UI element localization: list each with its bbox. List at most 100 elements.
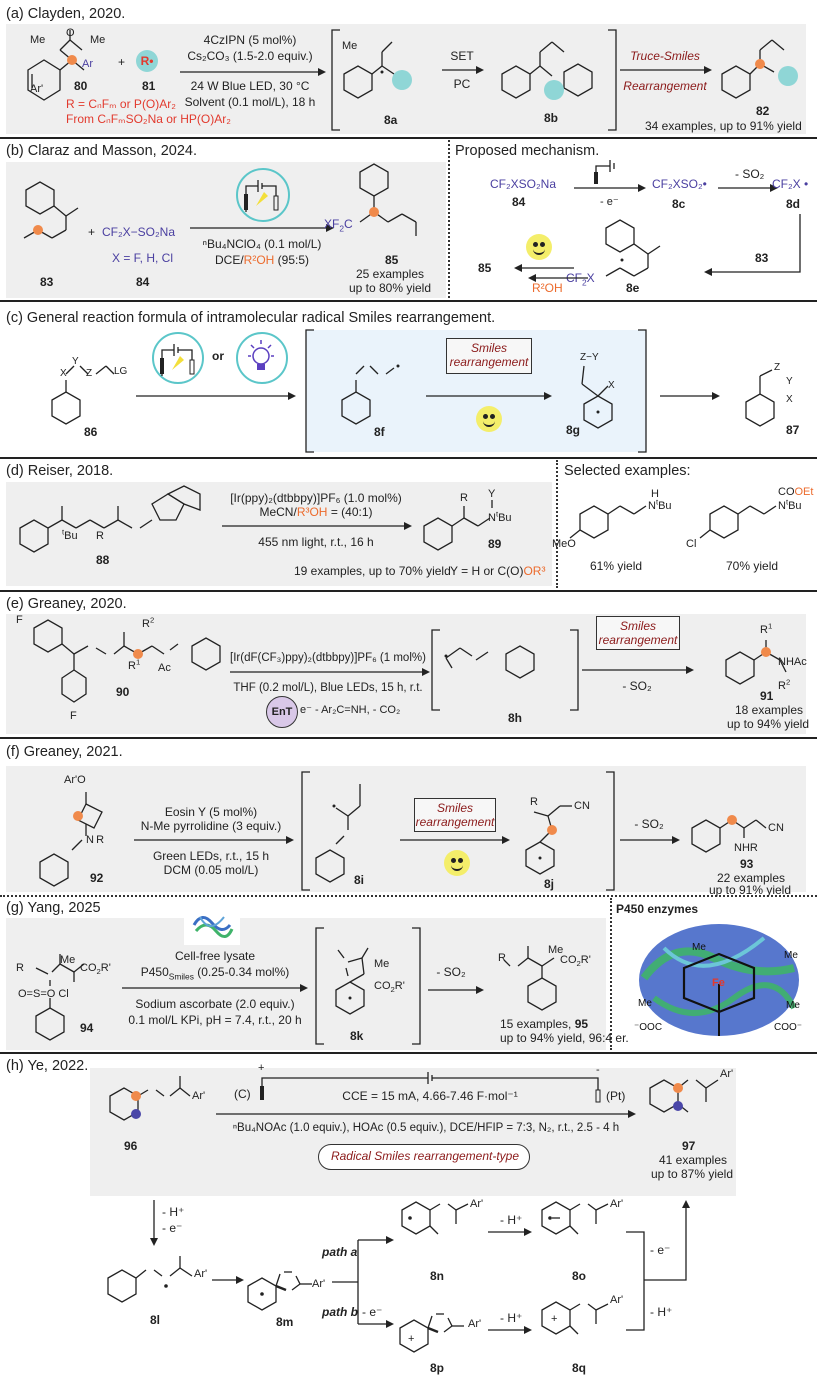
product-93-label: 93: [740, 857, 754, 871]
label-z-86: Z: [86, 368, 93, 379]
f-final-arrow: [620, 836, 680, 844]
d-reaction-arrow: [222, 522, 412, 530]
product-95-structure: [503, 946, 557, 1011]
label-me-94: Me: [60, 954, 76, 966]
c-box-line1: Smiles: [470, 341, 507, 355]
section-e-title: (e) Greaney, 2020.: [6, 596, 127, 612]
ex2-cl: Cl: [686, 538, 697, 550]
compound-80-structure: [27, 30, 85, 101]
label-r-94: R: [16, 962, 24, 974]
enzyme-ribbon-small: [192, 916, 234, 938]
d-condition-2: MeCN/R³OH = (40:1): [226, 505, 406, 520]
label-ar-prime: Ar': [30, 83, 44, 95]
product-82-structure: [721, 39, 798, 99]
section-g-title: (g) Yang, 2025: [6, 900, 101, 916]
b-cond2-a: DCE/: [214, 253, 244, 267]
d-cond2-c: = (40:1): [327, 505, 373, 519]
section-f-title: (f) Greaney, 2021.: [6, 744, 123, 760]
label-ar-8l: Ar': [194, 1268, 208, 1280]
label-r1-90: R1: [128, 657, 141, 672]
label-r-95: R: [498, 952, 506, 964]
p-to-q-label: - H⁺: [500, 1311, 523, 1325]
label-ar-97: Ar': [720, 1068, 734, 1080]
f-condition-3: Green LEDs, r.t., 15 h: [152, 849, 270, 863]
intermediate-8p-label: 8p: [430, 1361, 445, 1375]
svg-text:+: +: [551, 1313, 557, 1325]
section-g-panel: [6, 918, 606, 1050]
smiles-rearrangement-box-f: [414, 798, 496, 832]
label-nhr-93: NHR: [734, 842, 758, 854]
label-ntbu-89: NtBu: [488, 509, 512, 524]
label-r2-90: R2: [142, 615, 155, 630]
svg-text:COO⁻: COO⁻: [774, 1022, 802, 1033]
mech-8d-label: 8d: [786, 197, 801, 211]
ent-icon: EnT: [266, 696, 298, 728]
label-cn-93: CN: [768, 822, 784, 834]
svg-text:Me: Me: [786, 1000, 800, 1011]
label-zy-8g: Z−Y: [580, 352, 599, 363]
f-box-line1: Smiles: [436, 801, 473, 815]
a-condition-1: 4CzIPN (5 mol%): [203, 33, 297, 47]
f-box-line2: rearrangement: [415, 815, 495, 829]
label-f-top: F: [16, 614, 23, 626]
g-minus-so2: - SO₂: [436, 965, 466, 979]
example-2-structure: [699, 505, 777, 539]
mech-8d: CF₂X •: [772, 177, 809, 191]
svg-text:Fe: Fe: [712, 977, 725, 989]
intermediate-8j-label: 8j: [544, 877, 555, 891]
section-b-title: (b) Claraz and Masson, 2024.: [6, 143, 198, 159]
intermediate-8p-structure: +: [399, 1313, 464, 1353]
h-condition-1: CCE = 15 mA, 4.66-7.46 F·mol⁻¹: [342, 1089, 518, 1103]
r-source: From CₙFₘSO₂Na or HP(O)Ar₂: [66, 112, 231, 127]
svg-text:+: +: [408, 1333, 414, 1345]
compound-92-structure: [39, 792, 103, 887]
d-yield: 19 examples, up to 70% yield: [294, 564, 451, 578]
intermediate-8b-structure: [501, 41, 593, 100]
section-c-title: (c) General reaction formula of intramol…: [6, 310, 496, 326]
bracket-right-f: [606, 771, 615, 891]
intermediate-8m-label: 8m: [276, 1315, 294, 1329]
rearrangement-label: Rearrangement: [623, 79, 707, 93]
electrolysis-circuit: [260, 1072, 601, 1103]
smiley-face-icon-c: [476, 406, 502, 432]
anode-plus: +: [258, 1062, 265, 1074]
truce-smiles-label: Truce-Smiles: [630, 49, 700, 63]
plus-b: +: [88, 225, 96, 239]
product-89-label: 89: [488, 537, 502, 551]
compound-80-label: 80: [74, 79, 88, 93]
bracket-right-g: [412, 927, 421, 1045]
path-b-minus-e: - e⁻: [362, 1305, 383, 1319]
product-85-structure: [359, 163, 417, 236]
electrochem-symbol-c: [160, 344, 195, 376]
selected-examples-title: Selected examples:: [564, 463, 691, 479]
label-x-86: X: [60, 368, 67, 379]
label-ar-96: Ar': [192, 1090, 206, 1102]
label-nr-92: N R: [86, 834, 105, 846]
intermediate-8f-structure: [341, 364, 400, 425]
intermediate-8i-structure: [315, 784, 361, 883]
compound-84-label: 84: [136, 275, 150, 289]
intermediate-8i-label: 8i: [354, 873, 365, 887]
intermediate-8k-structure: [335, 947, 369, 1015]
compound-90-structure: [33, 619, 221, 703]
e-condition-2: THF (0.2 mol/L), Blue LEDs, 15 h, r.t.: [233, 682, 423, 694]
g-yield-1-text: 15 examples,: [500, 1017, 575, 1031]
intermediate-8n-structure: [401, 1201, 469, 1235]
section-a-title: (a) Clayden, 2020.: [6, 6, 126, 22]
intermediate-8e-structure: [605, 219, 661, 277]
mech-minus-so2: - SO₂: [735, 167, 765, 181]
intermediate-8q-structure: +: [541, 1301, 609, 1335]
label-cn-8j: CN: [574, 800, 590, 812]
f-condition-1: Eosin Y (5 mol%): [164, 805, 258, 819]
y-definition: Y = H or C(O)OR³: [450, 564, 545, 579]
ex2-cooet: COOEt: [778, 486, 814, 498]
product-97-label: 97: [682, 1139, 696, 1153]
f-smiles-arrow: [400, 836, 510, 844]
product-87-structure: [745, 369, 775, 427]
g-condition-4: 0.1 mol/L KPi, pH = 7.4, r.t., 20 h: [128, 1013, 302, 1027]
product-85-label: 85: [385, 253, 399, 267]
label-ar-8n: Ar': [470, 1198, 484, 1210]
g-reaction-arrow: [122, 984, 308, 992]
b-reaction-arrow: [190, 224, 334, 232]
section-h-title: (h) Ye, 2022.: [6, 1058, 89, 1074]
